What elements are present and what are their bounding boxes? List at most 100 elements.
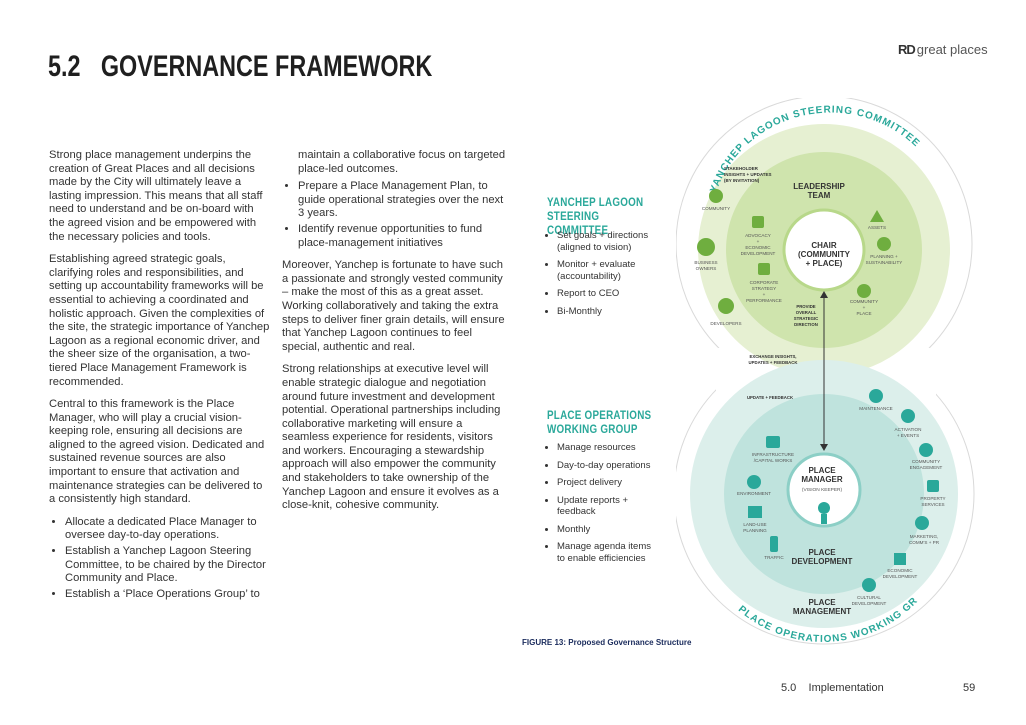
business-label: OWNERS [696, 266, 717, 271]
vision-keeper-label: (VISION KEEPER) [802, 487, 843, 493]
operations-heading-line: WORKING GROUP [547, 422, 638, 436]
corporate-label: + [763, 292, 766, 297]
logo-mark: RD [898, 42, 916, 57]
list-item: Day-to-day operations [557, 460, 661, 472]
list-item: Manage resources [557, 442, 661, 454]
cultural-dev-label: DEVELOPMENT [852, 601, 887, 606]
property-icon [927, 480, 939, 492]
place-management-label: MANAGEMENT [793, 607, 851, 616]
list-item: Allocate a dedicated Place Manager to ov… [65, 516, 271, 543]
marketing-label: MARKETING, [910, 534, 939, 539]
corporate-label: PERFORMANCE [746, 298, 782, 303]
advocacy-label: DEVELOPMENT [741, 251, 776, 256]
business-label: BUSINESS [694, 260, 717, 265]
chair-circle [782, 208, 866, 292]
place-development-label: DEVELOPMENT [792, 557, 853, 566]
community-icon [709, 189, 723, 203]
advocacy-icon [752, 216, 764, 228]
figure-caption-text: Proposed Governance Structure [568, 638, 692, 647]
economic-dev-label: ECONOMIC [887, 568, 913, 573]
assets-icon [870, 210, 884, 222]
figure-label: FIGURE 13: [522, 638, 567, 647]
corporate-label: STRATEGY [752, 286, 776, 291]
steering-list: Set goals + directions (aligned to visio… [547, 230, 661, 323]
assets-label: ASSETS [868, 225, 886, 230]
paragraph: Establishing agreed strategic goals, cla… [49, 253, 270, 388]
paragraph: Moreover, Yanchep is fortunate to have s… [282, 259, 505, 353]
stakeholder-label: INSIGHTS + UPDATES [724, 172, 772, 177]
governance-diagram: YANCHEP LAGOON STEERING COMMITTEE PLACE … [676, 98, 975, 645]
chair-label: CHAIR [811, 241, 837, 250]
list-item: Establish a Yanchep Lagoon Steering Comm… [65, 545, 271, 586]
list-item: Report to CEO [557, 288, 661, 300]
activation-label: ACTIVATION [895, 427, 922, 432]
traffic-label: TRAFFIC [764, 555, 784, 560]
list-item: Monthly [557, 524, 661, 536]
text-column-1: Strong place management underpins the cr… [49, 149, 271, 610]
business-owners-icon [697, 238, 715, 256]
exchange-label: UPDATES + FEEDBACK [749, 360, 799, 365]
list-item: Project delivery [557, 477, 661, 489]
place-manager-label: MANAGER [801, 475, 843, 484]
corporate-label: CORPORATE [750, 280, 779, 285]
leadership-label: TEAM [808, 191, 831, 200]
provide-direction-label: PROVIDE [796, 304, 815, 309]
arrow-head-icon [820, 291, 828, 298]
footer-section: 5.0 Implementation [781, 682, 884, 694]
place-manager-label: PLACE [808, 466, 836, 475]
developers-icon [718, 298, 734, 314]
corporate-strategy-icon [758, 263, 770, 275]
activation-label: + EVENTS [897, 433, 919, 438]
logo-text: great places [916, 42, 988, 57]
economic-icon [894, 553, 906, 565]
advocacy-label: ECONOMIC [745, 245, 771, 250]
paragraph: Central to this framework is the Place M… [49, 398, 265, 506]
planning-label: SUSTAINABILITY [866, 260, 903, 265]
chair-label: (COMMUNITY [798, 250, 851, 259]
bullet-list: Prepare a Place Management Plan, to guid… [282, 180, 506, 250]
section-title: GOVERNANCE FRAMEWORK [100, 50, 433, 83]
cultural-icon [862, 578, 876, 592]
infrastructure-label: /CAPITAL WORKS [754, 458, 793, 463]
list-item: Set goals + directions (aligned to visio… [557, 230, 661, 253]
environment-label: ENVIRONMENT [737, 491, 771, 496]
figure-caption: FIGURE 13: Proposed Governance Structure [522, 638, 691, 647]
community-engagement-label: COMMUNITY [912, 459, 940, 464]
list-item: Manage agenda items to enable efficienci… [557, 541, 661, 564]
steering-heading: YANCHEP LAGOON STEERING COMMITTEE [547, 195, 654, 237]
person-icon [821, 514, 827, 524]
section-number: 5.2 [48, 50, 81, 83]
stakeholder-label: (BY INVITATION) [724, 178, 760, 183]
community-place-icon [857, 284, 871, 298]
environment-icon [747, 475, 761, 489]
cultural-dev-label: CULTURAL [857, 595, 881, 600]
steering-heading-line: STEERING COMMITTEE [547, 209, 609, 237]
list-item: Monitor + evaluate (accountability) [557, 259, 661, 282]
lightbulb-icon [818, 502, 830, 514]
leadership-label: LEADERSHIP [793, 182, 845, 191]
text-column-2: maintain a collaborative focus on target… [282, 149, 506, 522]
advocacy-label: + [757, 239, 760, 244]
provide-direction-label: STRATEGIC [794, 316, 819, 321]
footer-section-name: Implementation [808, 682, 884, 694]
operations-heading-line: PLACE OPERATIONS [547, 408, 652, 422]
planning-label: PLANNING + [870, 254, 898, 259]
economic-dev-label: DEVELOPMENT [883, 574, 918, 579]
stakeholder-label: STAKEHOLDER [724, 166, 759, 171]
list-item: Prepare a Place Management Plan, to guid… [298, 180, 506, 221]
page-number: 59 [963, 682, 976, 694]
planning-icon [877, 237, 891, 251]
bullet-list: Allocate a dedicated Place Manager to ov… [49, 516, 271, 602]
developers-label: DEVELOPERS [710, 321, 741, 326]
maintenance-label: MAINTENANCE [859, 406, 892, 411]
paragraph: Strong place management underpins the cr… [49, 149, 263, 243]
community-engagement-label: ENGAGEMENT [910, 465, 943, 470]
provide-direction-label: DIRECTION [794, 322, 818, 327]
footer-section-number: 5.0 [781, 682, 797, 694]
infrastructure-label: INFRASTRUCTURE [752, 452, 794, 457]
paragraph: Strong relationships at executive level … [282, 363, 501, 512]
list-item: Update reports + feedback [557, 495, 661, 518]
maintenance-icon [869, 389, 883, 403]
infrastructure-icon [766, 436, 780, 448]
marketing-label: COMM'S + PR [909, 540, 940, 545]
